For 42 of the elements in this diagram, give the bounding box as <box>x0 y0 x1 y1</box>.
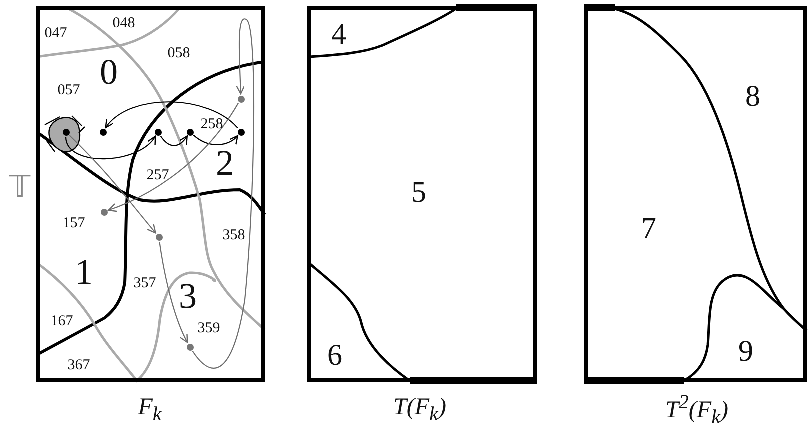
point-marker <box>100 208 108 216</box>
region-number: 2 <box>216 145 234 181</box>
panel-caption: T(F$_{k}$) <box>394 396 446 424</box>
region-number: 0 <box>100 54 118 90</box>
region-code: 258 <box>200 118 224 132</box>
panel-caption: T$^{2}$(F$_{k}$) <box>666 392 728 428</box>
arrow <box>65 136 156 160</box>
arrow <box>193 134 238 146</box>
point-marker <box>186 128 194 136</box>
axis-label: 𝕋 <box>9 173 31 203</box>
arrow <box>69 135 156 234</box>
region-number: 4 <box>332 20 346 50</box>
region-code: 057 <box>58 84 80 98</box>
region-number: 8 <box>746 82 760 112</box>
point-marker <box>100 128 106 136</box>
point-marker <box>186 344 194 350</box>
region-code: 167 <box>50 314 74 330</box>
region-code: 359 <box>198 322 220 336</box>
arrow <box>105 102 238 129</box>
region-code: 357 <box>134 276 156 292</box>
point-marker <box>154 128 162 136</box>
point-marker <box>238 96 244 102</box>
region-code: 157 <box>62 216 86 232</box>
arrow <box>159 242 188 344</box>
region-number: 6 <box>328 341 342 371</box>
region-code: 058 <box>168 46 190 62</box>
panel-caption: F$_{k}$ <box>138 396 162 424</box>
point-marker <box>238 128 244 136</box>
region-code: 367 <box>68 358 90 374</box>
arrow <box>108 103 239 212</box>
region-number: 9 <box>738 337 754 367</box>
region-code: 048 <box>112 16 136 32</box>
arrow <box>160 136 188 146</box>
arrow <box>192 19 254 369</box>
region-number: 3 <box>179 278 197 314</box>
point-marker <box>156 234 162 240</box>
region-code: 257 <box>146 168 170 184</box>
region-number: 5 <box>412 178 426 208</box>
region-number: 1 <box>75 254 93 290</box>
region-code: 047 <box>44 26 68 42</box>
region-number: 7 <box>642 214 656 244</box>
region-code: 358 <box>222 228 246 244</box>
